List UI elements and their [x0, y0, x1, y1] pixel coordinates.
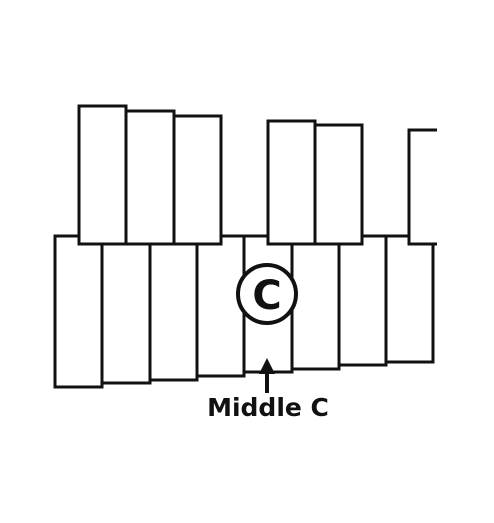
upper-key-4 — [266, 119, 317, 246]
upper-key-6-partial — [407, 128, 437, 246]
upper-key-2 — [124, 109, 176, 246]
lower-key-8 — [384, 234, 435, 364]
lower-key-4 — [195, 234, 246, 378]
middle-c-caption: Middle C — [207, 393, 329, 422]
upper-key-1 — [77, 104, 128, 246]
lower-key-1 — [53, 234, 104, 389]
upper-key-5 — [313, 123, 364, 246]
up-arrow-icon — [259, 358, 275, 393]
middle-c-marker: C — [236, 263, 298, 325]
lower-key-3 — [148, 242, 199, 382]
upper-key-3 — [172, 114, 223, 246]
lower-key-2 — [100, 242, 152, 385]
upper-key-row — [77, 104, 437, 246]
lower-key-7 — [337, 234, 388, 367]
c-marker-circle — [236, 263, 298, 325]
c-marker-letter: C — [252, 273, 281, 319]
lower-key-6 — [290, 242, 341, 371]
